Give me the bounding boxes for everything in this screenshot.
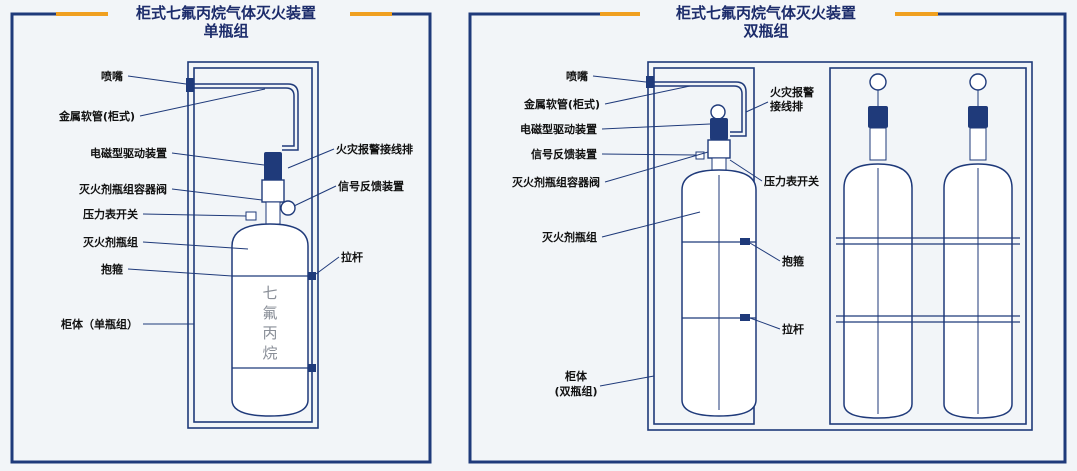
left-bottle-char-4: 烷 [262, 344, 277, 362]
right-cabinet-side-view [829, 67, 1027, 425]
side-bottle-1-neck [869, 127, 887, 161]
left-bottle-char-1: 七 [262, 284, 277, 302]
left-label-hoop: 抱箍 [101, 262, 123, 276]
right-label-fire-alarm-l1: 火灾报警 [770, 85, 814, 99]
left-panel: 柜式七氟丙烷气体灭火装置 单瓶组 七 氟 丙 烷 喷嘴 金属软管(柜式) 电磁型… [10, 4, 432, 464]
right-leader-container-valve [604, 151, 709, 183]
right-solenoid-icon [710, 104, 726, 120]
right-panel: 柜式七氟丙烷气体灭火装置 双瓶组 [468, 4, 1067, 464]
side-bottle-2-valve [968, 106, 988, 128]
left-signal-feedback-icon [280, 200, 296, 216]
right-pull-rod-lower-icon [740, 314, 750, 321]
left-bottle-neck [265, 201, 281, 225]
right-bottle-neck [711, 157, 727, 171]
left-label-fire-alarm-terminal: 火灾报警接线排 [336, 142, 413, 156]
right-leader-agent-bottle [601, 211, 701, 238]
right-leader-pull-rod [749, 317, 781, 330]
right-leader-pressure-switch [729, 159, 763, 182]
left-label-container-valve: 灭火剂瓶组容器阀 [78, 182, 167, 196]
right-label-metal-hose: 金属软管(柜式) [523, 97, 600, 111]
right-side-bottle-1 [843, 73, 913, 419]
right-label-hoop: 抱箍 [782, 254, 804, 268]
right-label-fire-alarm-l2: 接线排 [770, 99, 803, 113]
right-label-pressure-switch: 压力表开关 [764, 174, 819, 188]
right-label-signal-feedback: 信号反馈装置 [531, 147, 597, 161]
right-leader-metal-hose [604, 85, 691, 105]
right-metal-hose [654, 81, 747, 137]
right-label-container-valve: 灭火剂瓶组容器阀 [511, 175, 600, 189]
left-pull-rod-lower-icon [308, 364, 316, 372]
left-label-pull-rod: 拉杆 [341, 250, 363, 264]
right-subtitle: 双瓶组 [743, 22, 788, 40]
right-label-agent-bottle: 灭火剂瓶组 [541, 230, 597, 244]
left-label-signal-feedback: 信号反馈装置 [338, 179, 404, 193]
left-leader-container-valve [171, 188, 263, 201]
right-leader-signal-feedback [601, 153, 697, 156]
left-bottle-char-2: 氟 [262, 304, 277, 322]
right-solenoid-body [710, 118, 728, 140]
left-panel-frame [10, 12, 432, 464]
right-side-bottle-2 [943, 73, 1013, 419]
left-leader-pull-rod [315, 256, 340, 275]
right-label-solenoid: 电磁型驱动装置 [520, 122, 597, 136]
right-label-cabinet-l1: 柜体 [564, 369, 588, 383]
right-pull-rod-upper-icon [740, 238, 750, 245]
left-label-metal-hose: 金属软管(柜式) [58, 109, 135, 123]
left-leader-solenoid [171, 152, 265, 166]
left-subtitle: 单瓶组 [203, 22, 248, 40]
right-valve-icon [707, 139, 731, 159]
left-valve-icon [261, 179, 285, 203]
right-cabinet-outer [647, 61, 1033, 431]
side-bottle-2-head-icon [969, 73, 987, 91]
right-title: 柜式七氟丙烷气体灭火装置 [675, 4, 856, 22]
side-bottle-1-valve [868, 106, 888, 128]
right-label-pull-rod: 拉杆 [782, 322, 804, 336]
left-leader-agent-bottle [142, 241, 249, 250]
left-metal-hose [194, 83, 299, 151]
left-metal-hose-inner [194, 87, 295, 147]
left-solenoid-icon [264, 152, 282, 182]
left-leader-metal-hose [139, 88, 266, 117]
left-leader-pressure-switch [142, 213, 247, 217]
right-nozzle-icon [646, 76, 654, 88]
right-leader-fire-alarm [745, 101, 769, 113]
right-leader-solenoid [601, 123, 711, 130]
left-leader-signal-feedback [293, 185, 337, 207]
left-label-nozzle: 喷嘴 [101, 69, 123, 83]
left-label-agent-bottle: 灭火剂瓶组 [82, 235, 138, 249]
left-title: 柜式七氟丙烷气体灭火装置 [135, 4, 316, 22]
side-bottle-2-neck [969, 127, 987, 161]
left-bottle-char-3: 丙 [262, 324, 277, 342]
right-leader-cabinet [599, 375, 655, 387]
left-leader-hoop [127, 268, 233, 277]
left-label-cabinet: 柜体（单瓶组） [60, 317, 138, 331]
right-panel-frame [468, 12, 1067, 464]
left-label-solenoid: 电磁型驱动装置 [90, 146, 167, 160]
right-metal-hose-inner [654, 85, 743, 133]
right-leader-hoop [749, 242, 781, 262]
left-pressure-switch-icon [245, 211, 257, 221]
left-label-pressure-switch: 压力表开关 [83, 207, 138, 221]
right-label-cabinet-l2: (双瓶组) [554, 384, 597, 398]
left-pull-rod-upper-icon [308, 272, 316, 280]
side-bottle-1-head-icon [869, 73, 887, 91]
left-nozzle-icon [186, 78, 194, 92]
right-label-nozzle: 喷嘴 [566, 69, 588, 83]
left-leader-nozzle [127, 75, 187, 85]
right-leader-nozzle [592, 75, 647, 83]
left-leader-fire-alarm [287, 148, 335, 169]
